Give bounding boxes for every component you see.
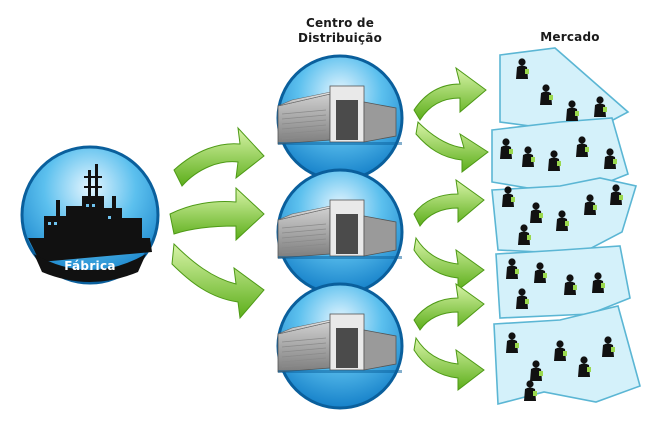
arrow-right-icon [171, 242, 265, 320]
distribution-center-node [276, 168, 404, 296]
person-icon [516, 288, 529, 309]
distribution-center-title-line2: Distribuição [297, 31, 383, 45]
factory-ship-silhouette-icon [28, 164, 152, 262]
dc-to-market-arrows [413, 66, 489, 392]
warehouse-icon [277, 199, 402, 259]
factory-label: Fábrica [64, 259, 116, 273]
arrow-right-icon [415, 120, 489, 174]
person-icon [524, 380, 537, 401]
person-icon [556, 210, 569, 231]
market-region [491, 117, 629, 191]
person-icon [506, 332, 519, 353]
person-icon [518, 224, 531, 245]
arrow-right-icon [169, 186, 265, 242]
person-icon [506, 258, 519, 279]
person-icon [530, 360, 543, 381]
person-icon [604, 148, 617, 169]
factory-to-dc-arrows [169, 126, 265, 320]
person-icon [500, 138, 513, 159]
person-icon [576, 136, 589, 157]
factory-node [20, 145, 160, 285]
person-icon [584, 194, 597, 215]
person-icon [564, 274, 577, 295]
distribution-center-title-line1: Centro de [305, 16, 375, 30]
arrow-right-icon [173, 126, 265, 187]
market-title: Mercado [540, 30, 600, 44]
distribution-center-node [276, 282, 404, 410]
person-icon [540, 84, 553, 105]
arrow-right-icon [413, 282, 485, 331]
person-icon [502, 186, 515, 207]
person-icon [566, 100, 579, 121]
distribution-center-node [276, 54, 404, 182]
person-icon [610, 184, 623, 205]
market-region [495, 245, 631, 319]
person-icon [554, 340, 567, 361]
person-icon [530, 202, 543, 223]
warehouse-icon [277, 313, 402, 373]
market-people [500, 58, 623, 401]
arrow-right-icon [413, 66, 487, 121]
person-icon [594, 96, 607, 117]
arrow-right-icon [413, 236, 485, 292]
person-icon [578, 356, 591, 377]
distribution-centers [276, 54, 404, 410]
person-icon [522, 146, 535, 167]
person-icon [534, 262, 547, 283]
distribution-center-title: Centro de Distribuição [275, 16, 405, 46]
warehouse-icon [277, 85, 402, 145]
person-icon [548, 150, 561, 171]
arrow-right-icon [413, 336, 485, 392]
person-icon [592, 272, 605, 293]
person-icon [602, 336, 615, 357]
arrow-right-icon [413, 178, 485, 227]
person-icon [516, 58, 529, 79]
